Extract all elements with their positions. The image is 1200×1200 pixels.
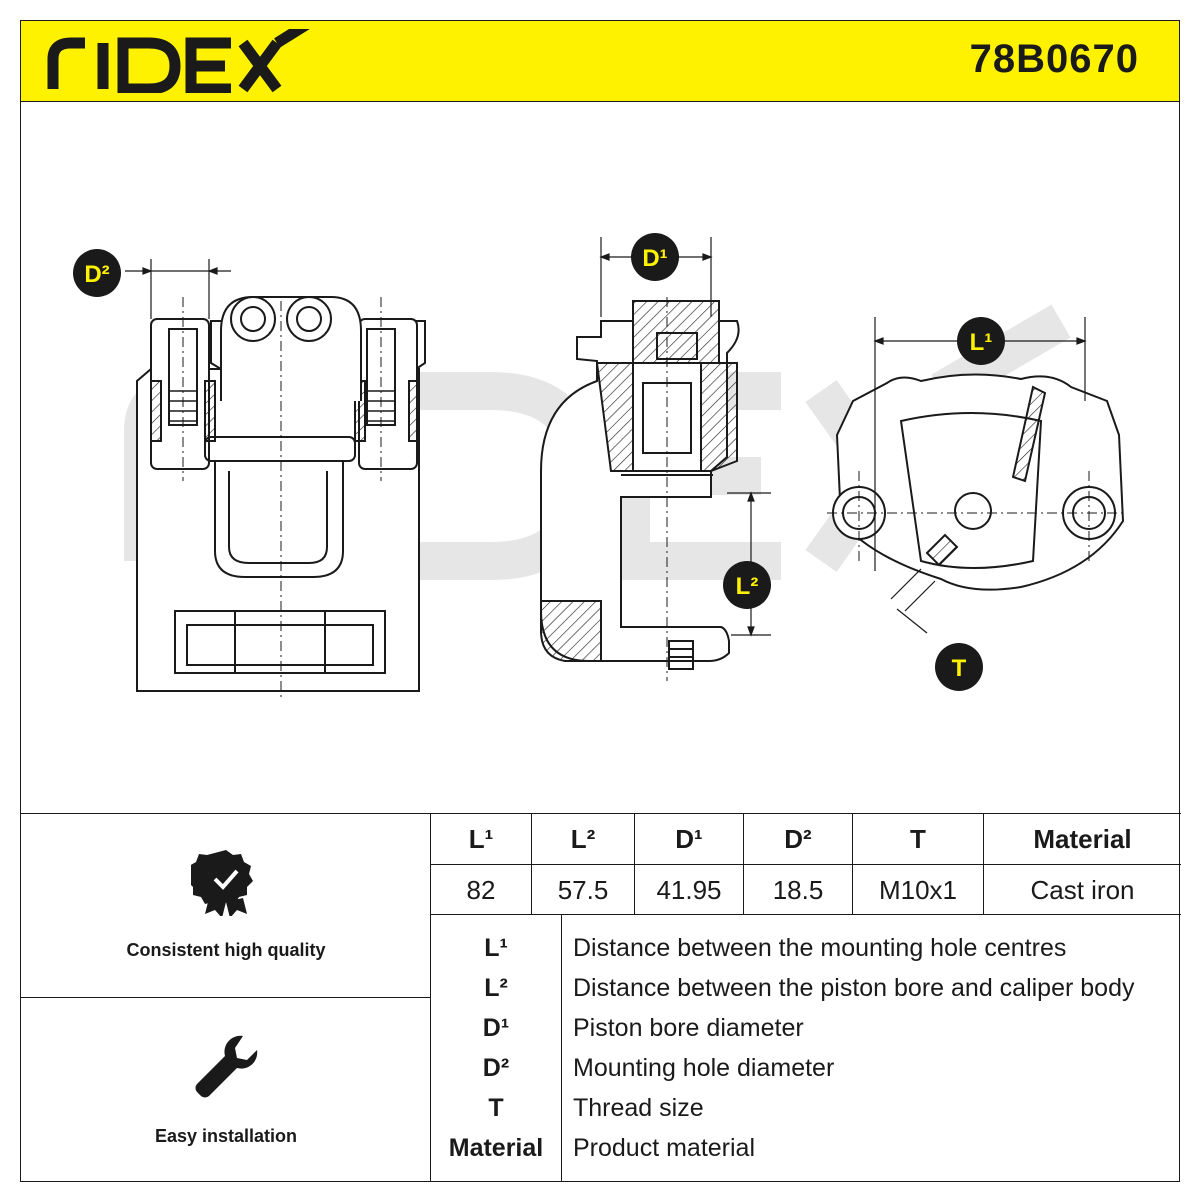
wrench-icon <box>195 1035 258 1098</box>
legend-desc: Mounting hole diameter <box>573 1054 835 1082</box>
legend-row: D¹ Piston bore diameter <box>431 1008 1181 1048</box>
legend-row: T Thread size <box>431 1088 1181 1128</box>
spec-value-t: M10x1 <box>852 864 984 915</box>
spec-value-d1: 41.95 <box>634 864 744 915</box>
ridex-logo <box>47 29 310 93</box>
legend-key: L² <box>484 974 508 1002</box>
spec-header-l1: L¹ <box>431 814 532 865</box>
caliper-drawing: D² D¹ L¹ L² T <box>73 233 1125 701</box>
feature-label: Easy installation <box>154 1126 298 1146</box>
quality-badge-icon <box>191 850 253 916</box>
spec-header-d1: D¹ <box>634 814 744 865</box>
spec-header-material: Material <box>983 814 1181 865</box>
callout-d1: D¹ <box>631 233 679 281</box>
part-number: 78B0670 <box>969 37 1139 81</box>
svg-text:L¹: L¹ <box>970 329 993 356</box>
legend-desc: Product material <box>573 1134 756 1162</box>
legend-desc: Distance between the mounting hole centr… <box>573 934 1067 962</box>
rear-view <box>827 317 1125 634</box>
spec-header-t: T <box>852 814 984 865</box>
section-view <box>540 237 771 681</box>
spec-header-l2: L² <box>531 814 635 865</box>
legend-row: L² Distance between the piston bore and … <box>431 968 1181 1008</box>
feature-installation: Easy installation <box>21 998 431 1182</box>
legend-divider <box>561 914 562 1182</box>
spec-value-d2: 18.5 <box>743 864 853 915</box>
spec-header-d2: D² <box>743 814 853 865</box>
front-view <box>125 259 426 701</box>
svg-text:D²: D² <box>84 261 109 288</box>
legend-row: Material Product material <box>431 1128 1181 1168</box>
legend-row: D² Mounting hole diameter <box>431 1048 1181 1088</box>
callout-d2: D² <box>73 249 121 297</box>
callout-l1: L¹ <box>957 317 1005 365</box>
spec-value-l2: 57.5 <box>531 864 635 915</box>
legend-key: Material <box>448 1134 544 1162</box>
callout-t: T <box>935 643 983 691</box>
svg-text:T: T <box>952 655 967 682</box>
spec-value-material: Cast iron <box>1030 874 1135 905</box>
spec-value-l1: 82 <box>431 864 532 915</box>
legend-key: T <box>488 1094 504 1122</box>
legend-key: D² <box>482 1054 510 1082</box>
legend-row: L¹ Distance between the mounting hole ce… <box>431 928 1181 968</box>
legend-desc: Piston bore diameter <box>573 1014 804 1042</box>
info-section: Consistent high quality Easy installatio… <box>21 813 1181 1182</box>
legend-key: L¹ <box>484 934 508 962</box>
feature-quality: Consistent high quality <box>21 814 431 998</box>
svg-text:D¹: D¹ <box>642 245 667 272</box>
legend-key: D¹ <box>482 1014 510 1042</box>
feature-label: Consistent high quality <box>126 940 326 960</box>
callout-l2: L² <box>723 561 771 609</box>
product-sheet: 78B0670 <box>20 20 1181 1182</box>
spec-table: L¹ L² D¹ D² T Material 82 57.5 41.95 18.… <box>431 814 1181 915</box>
legend-desc: Distance between the piston bore and cal… <box>573 974 1135 1002</box>
dimension-legend: L¹ Distance between the mounting hole ce… <box>431 914 1181 1182</box>
technical-drawing: D² D¹ L¹ L² T <box>21 101 1181 813</box>
svg-text:L²: L² <box>736 573 759 600</box>
header-bar: 78B0670 <box>21 21 1179 102</box>
legend-desc: Thread size <box>573 1094 704 1122</box>
